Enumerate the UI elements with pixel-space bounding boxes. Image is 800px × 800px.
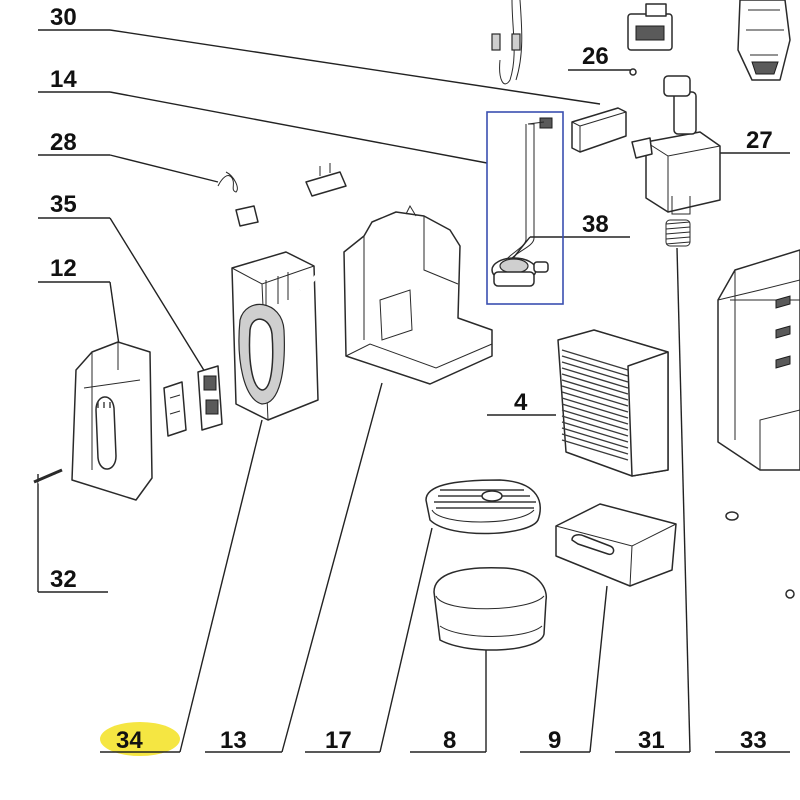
part-13-frame bbox=[343, 204, 493, 385]
part-35-brackets bbox=[163, 365, 223, 437]
label-13: 13 bbox=[220, 727, 247, 754]
part-30-cover bbox=[571, 107, 627, 153]
part-top-wires bbox=[491, 0, 523, 85]
part-labels: 30 26 14 27 28 35 38 12 4 32 34 13 17 8 … bbox=[50, 4, 773, 754]
part-38-flowmeter bbox=[491, 117, 553, 287]
label-34: 34 bbox=[116, 727, 143, 754]
label-31: 31 bbox=[638, 727, 665, 754]
part-4-filter-grid bbox=[557, 329, 669, 477]
part-28-clip bbox=[217, 171, 238, 193]
part-9-container bbox=[555, 503, 677, 587]
label-35: 35 bbox=[50, 191, 77, 218]
part-8-drip-tray bbox=[433, 566, 548, 651]
label-9: 9 bbox=[548, 727, 561, 754]
label-32: 32 bbox=[50, 566, 77, 593]
part-top-right-housing bbox=[737, 0, 791, 81]
part-17-drip-grid bbox=[425, 479, 541, 535]
label-26: 26 bbox=[582, 43, 609, 70]
label-4: 4 bbox=[514, 389, 528, 416]
label-12: 12 bbox=[50, 255, 77, 282]
part-33-frame bbox=[717, 249, 800, 599]
highlight-marker-34 bbox=[100, 722, 180, 756]
part-26-connector bbox=[627, 3, 673, 76]
leader-lines bbox=[37, 29, 790, 753]
part-31-spring bbox=[665, 219, 691, 247]
filter-grid-lines bbox=[561, 349, 629, 461]
label-27: 27 bbox=[746, 127, 773, 154]
part-32-screw bbox=[33, 468, 63, 484]
part-12-cover bbox=[71, 341, 153, 501]
part-38-selection-box bbox=[486, 111, 564, 305]
part-27-pump bbox=[631, 75, 721, 215]
label-33: 33 bbox=[740, 727, 767, 754]
label-38: 38 bbox=[582, 211, 609, 238]
label-28: 28 bbox=[50, 129, 77, 156]
label-8: 8 bbox=[443, 727, 456, 754]
part-34-thermoblock bbox=[231, 163, 347, 421]
label-17: 17 bbox=[325, 727, 352, 754]
label-30: 30 bbox=[50, 4, 77, 31]
label-14: 14 bbox=[50, 66, 77, 93]
